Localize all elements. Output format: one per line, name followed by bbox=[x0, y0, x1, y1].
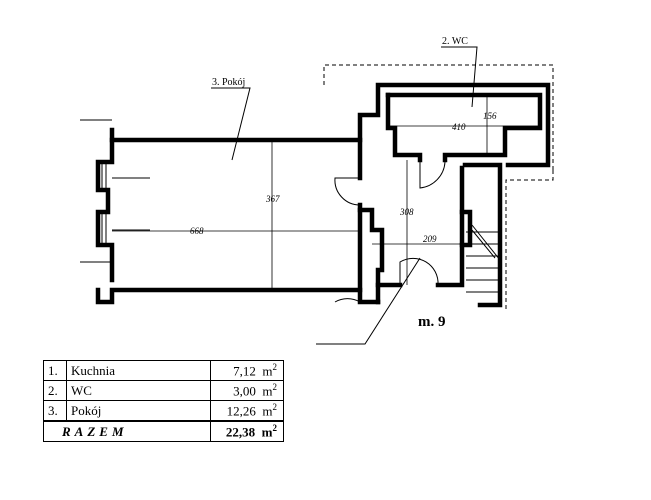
pokoj-bottom-wall bbox=[95, 287, 381, 305]
unit-title: m. 9 bbox=[418, 314, 446, 330]
door-swing-wc bbox=[419, 160, 446, 189]
kitchen-inner-right bbox=[459, 209, 473, 248]
pokoj-left-wall bbox=[95, 137, 115, 283]
stairs bbox=[466, 224, 501, 293]
area-table: 1. Kuchnia 7,12 m2 2. WC 3,00 m2 3. Pokó… bbox=[43, 360, 284, 442]
table-row: 3. Pokój 12,26 m2 bbox=[43, 400, 284, 422]
room-area: 12,26 m2 bbox=[210, 400, 284, 422]
door-swing-kitchen bbox=[399, 257, 439, 286]
total-label: RAZEM bbox=[43, 420, 211, 442]
dim-text-wc-width: 410 bbox=[452, 122, 466, 132]
row-number: 2. bbox=[43, 380, 67, 401]
room-area: 7,12 m2 bbox=[210, 360, 284, 381]
room-name: WC bbox=[66, 380, 211, 401]
dim-text-pokoj-width: 668 bbox=[190, 226, 204, 236]
kitchen-bottom-wall bbox=[375, 282, 403, 305]
pokoj-top-wall bbox=[109, 82, 551, 168]
leader-wc bbox=[441, 46, 478, 108]
room-name: Pokój bbox=[66, 400, 211, 422]
adjacent-outline-top bbox=[323, 64, 554, 170]
room-name: Kuchnia bbox=[66, 360, 211, 381]
door-swing-pokoj bbox=[334, 177, 361, 206]
leader-pokoj bbox=[211, 87, 251, 161]
label-wc: 2. WC bbox=[442, 36, 468, 47]
table-row: 2. WC 3,00 m2 bbox=[43, 380, 284, 401]
wc-inner-wall-2 bbox=[385, 92, 543, 163]
stair-wall bbox=[462, 162, 503, 308]
kitchen-bottom-wall-2 bbox=[435, 165, 465, 288]
dim-text-kitchen-width: 209 bbox=[423, 234, 437, 244]
dim-text-wc-height: 156 bbox=[483, 111, 497, 121]
total-area: 22,38 m2 bbox=[210, 420, 284, 442]
dim-text-kitchen-height: 308 bbox=[399, 207, 414, 217]
row-number: 1. bbox=[43, 360, 67, 381]
label-pokoj: 3. Pokój bbox=[212, 77, 245, 88]
leader-kitchen bbox=[316, 257, 421, 345]
wc-inner-wall bbox=[385, 92, 423, 163]
dim-text-pokoj-height: 367 bbox=[265, 194, 280, 204]
table-row: 1. Kuchnia 7,12 m2 bbox=[43, 360, 284, 381]
kitchen-inner-left bbox=[357, 207, 385, 288]
room-area: 3,00 m2 bbox=[210, 380, 284, 401]
table-total-row: RAZEM 22,38 m2 bbox=[43, 420, 284, 442]
row-number: 3. bbox=[43, 400, 67, 422]
floor-plan: 367 668 410 156 308 209 3. Pokój 2. WC m… bbox=[80, 36, 554, 345]
adjacent-outline-right bbox=[505, 170, 554, 310]
door-swing-entry bbox=[334, 298, 361, 303]
